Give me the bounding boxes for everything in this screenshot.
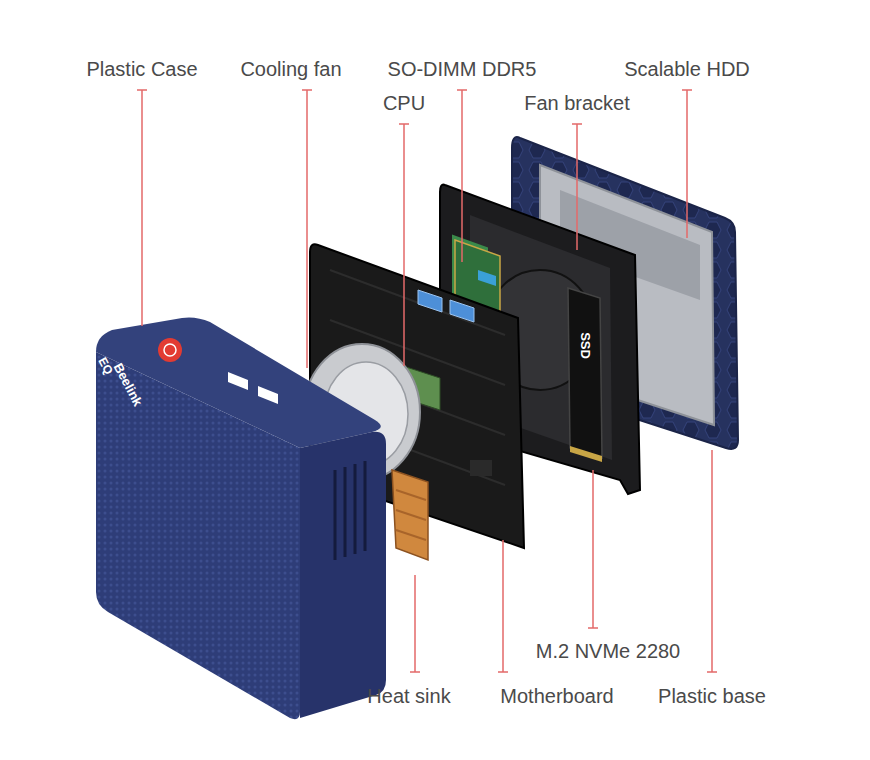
part-label: M.2 NVMe 2280 [536, 641, 681, 661]
ssd-stick [568, 288, 602, 462]
part-label: CPU [383, 93, 425, 113]
part-label: Plastic base [658, 686, 766, 706]
part-label: Cooling fan [240, 59, 341, 79]
part-label: SO-DIMM DDR5 [388, 59, 537, 79]
part-label: Heat sink [367, 686, 450, 706]
part-label: Plastic Case [86, 59, 197, 79]
leader-lines [137, 90, 717, 672]
part-label: Scalable HDD [624, 59, 750, 79]
heat-sink [392, 470, 428, 560]
part-label: Motherboard [500, 686, 613, 706]
ssd-print: SSD [578, 332, 591, 359]
plastic-case [96, 318, 386, 720]
part-label: Fan bracket [524, 93, 630, 113]
